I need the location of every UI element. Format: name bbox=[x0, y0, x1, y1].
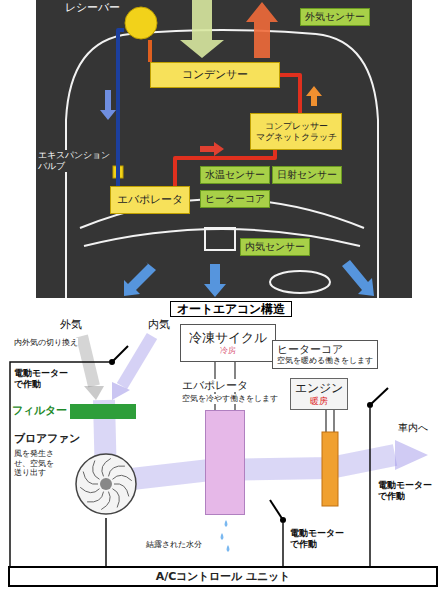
control-wires bbox=[10, 362, 370, 566]
part-label: 内外気の切り換え bbox=[14, 338, 78, 348]
node-label: 日射センサー bbox=[277, 169, 337, 181]
part-label: 電動モーターで作動 bbox=[14, 368, 70, 390]
node-label: エバポレータ bbox=[117, 193, 183, 206]
pipe-connector bbox=[148, 40, 152, 62]
hot-air-arrow bbox=[246, 2, 278, 58]
node-label: 外気センサー bbox=[305, 11, 365, 23]
sensor-box: 内気センサー bbox=[240, 238, 310, 256]
node-label: 内気センサー bbox=[245, 241, 305, 253]
node-label: レシーバー bbox=[63, 1, 122, 14]
compressor-box: コンプレッサー マグネットクラッチ bbox=[250, 113, 342, 150]
receiver-icon bbox=[124, 6, 158, 40]
outlet-arrows bbox=[124, 260, 374, 297]
car-outline bbox=[66, 30, 378, 298]
pipe-connector bbox=[105, 518, 107, 566]
engine-box: エンジン暖房 bbox=[290, 378, 348, 410]
diagram-title: オートエアコン構造 bbox=[170, 301, 292, 317]
node-label: 水温センサー bbox=[205, 169, 265, 181]
dampers bbox=[109, 346, 388, 523]
flow-arrow bbox=[200, 142, 224, 156]
heater-core-block bbox=[322, 432, 338, 506]
control-unit-bar: A/Cコントロール ユニット bbox=[8, 566, 438, 587]
evaporator-core: エバポレータ空気を冷やす働きをします bbox=[205, 410, 245, 515]
filter-bar: フィルター bbox=[70, 404, 136, 419]
sensor-box: 日射センサー bbox=[272, 166, 342, 184]
coolant-line bbox=[326, 410, 334, 432]
water-drops bbox=[221, 520, 230, 552]
sensor-box: 水温センサー bbox=[200, 166, 270, 184]
pipe-connector bbox=[175, 150, 275, 186]
sensor-box: 外気センサー bbox=[300, 8, 370, 26]
node-note: 冷房 bbox=[220, 346, 236, 356]
evaporator-box: エバポレータ bbox=[110, 186, 190, 214]
node-label: ブロアファン bbox=[14, 432, 138, 445]
node-note: 暖房 bbox=[310, 396, 328, 407]
node-note: 風を発生させ、空気を送り出す bbox=[14, 449, 60, 478]
sensor-box: ヒーターコア bbox=[200, 190, 270, 208]
node-label: エンジン bbox=[295, 381, 343, 395]
receiver-circle: レシーバー bbox=[124, 6, 158, 40]
node-label: フィルター bbox=[12, 404, 67, 417]
air-in-arrow bbox=[180, 0, 224, 58]
part-label: 外気 bbox=[60, 318, 82, 331]
part-label: 内気 bbox=[148, 318, 170, 331]
part-label: 車内へ bbox=[398, 422, 428, 434]
node-label: 冷凍サイクル bbox=[189, 330, 267, 346]
flow-arrow bbox=[100, 90, 116, 120]
pipe-connector bbox=[280, 75, 300, 113]
part-label: エキスパンション バルブ bbox=[38, 150, 112, 172]
heater-label-box: ヒーターコア空気を暖める働きをします bbox=[272, 340, 378, 369]
part-label: 電動モーターで作動 bbox=[290, 528, 346, 550]
blower-fan: ブロアファン風を発生させ、空気を送り出す bbox=[14, 432, 138, 518]
cycle-box: 冷凍サイクル冷房 bbox=[180, 324, 276, 362]
part-label: 結露された水分 bbox=[146, 540, 202, 550]
condenser-box: コンデンサー bbox=[150, 62, 280, 88]
node-label: ヒーターコア bbox=[277, 343, 343, 356]
pipe-connector bbox=[118, 30, 124, 186]
node-label: ヒーターコア bbox=[205, 193, 265, 205]
node-note: 空気を暖める働きをします bbox=[277, 356, 373, 366]
flow-arrow bbox=[306, 86, 322, 106]
node-label: A/Cコントロール ユニット bbox=[156, 570, 290, 583]
part-label: 電動モーターで作動 bbox=[378, 480, 434, 502]
dark-panel bbox=[36, 0, 412, 298]
node-label: コンデンサー bbox=[182, 68, 248, 81]
node-label: コンプレッサー マグネットクラッチ bbox=[255, 121, 337, 143]
node-note: 空気を冷やす働きをします bbox=[182, 394, 278, 404]
node-label: エバポレータ bbox=[182, 379, 248, 392]
